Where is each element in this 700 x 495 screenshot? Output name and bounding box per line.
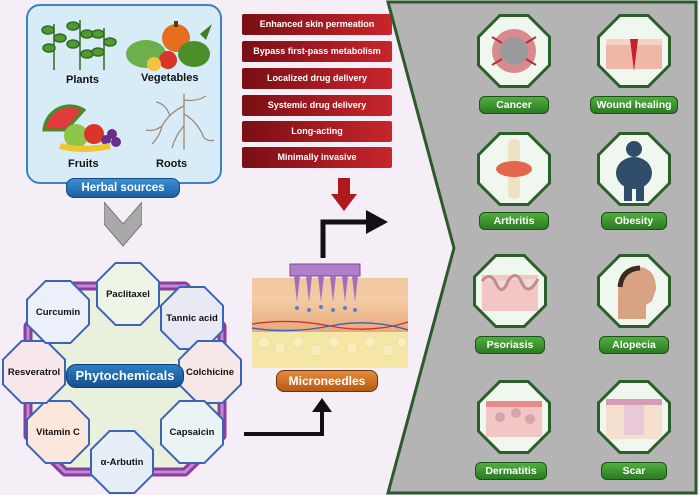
- application-label-arthritis: Arthritis: [479, 212, 549, 230]
- phytochemical-node: α-Arbutin: [90, 430, 154, 494]
- vegetables-label: Vegetables: [141, 72, 199, 84]
- application-label-dermatitis: Dermatitis: [475, 462, 547, 480]
- herbal-sources-title: Herbal sources: [66, 178, 180, 198]
- obesity-icon: [597, 132, 671, 206]
- phytochemical-node: Capsaicin: [160, 400, 224, 464]
- plants-icon: [41, 20, 117, 70]
- psoriasis-icon: [473, 254, 547, 328]
- phytochemical-node: Paclitaxel: [96, 262, 160, 326]
- microneedle-skin-illustration: [251, 263, 409, 368]
- application-label-cancer: Cancer: [479, 96, 549, 114]
- roots-icon: [145, 94, 215, 150]
- phytochemical-node: Colchicine: [178, 340, 242, 404]
- benefit-item: Enhanced skin permeation: [242, 14, 392, 35]
- arrow-up-icon: [244, 398, 332, 436]
- herbal-sources-panel: Plants Vegetables Fruits Roots: [26, 4, 222, 184]
- plants-label: Plants: [66, 74, 100, 86]
- phytochemical-node: Vitamin C: [26, 400, 90, 464]
- down-arrow-icon: [331, 178, 357, 211]
- benefit-item: Minimally invasive: [242, 147, 392, 168]
- benefit-item: Systemic drug delivery: [242, 95, 392, 116]
- arthritis-icon: [477, 132, 551, 206]
- benefit-item: Long-acting: [242, 121, 392, 142]
- phytochemical-node: Tannic acid: [160, 286, 224, 350]
- application-label-alopecia: Alopecia: [599, 336, 669, 354]
- application-label-wound-healing: Wound healing: [590, 96, 678, 114]
- chevron-down-icon: [104, 202, 142, 247]
- phytochemical-node: Curcumin: [26, 280, 90, 344]
- dermatitis-icon: [477, 380, 551, 454]
- fruits-icon: [42, 104, 121, 152]
- vegetables-icon: [126, 21, 212, 71]
- phytochemicals-title: Phytochemicals: [66, 364, 184, 388]
- fruits-label: Fruits: [68, 158, 99, 170]
- application-label-psoriasis: Psoriasis: [475, 336, 545, 354]
- scar-icon: [597, 380, 671, 454]
- benefit-item: Localized drug delivery: [242, 68, 392, 89]
- wound-healing-icon: [597, 14, 671, 88]
- microneedles-title: Microneedles: [276, 370, 378, 392]
- applications-panel: [386, 0, 698, 495]
- phytochemical-node: Resveratrol: [2, 340, 66, 404]
- alopecia-icon: [597, 254, 671, 328]
- roots-label: Roots: [156, 158, 188, 170]
- application-label-obesity: Obesity: [601, 212, 667, 230]
- arrow-right-icon: [320, 210, 388, 258]
- application-label-scar: Scar: [601, 462, 667, 480]
- benefit-item: Bypass first-pass metabolism: [242, 41, 392, 62]
- cancer-icon: [477, 14, 551, 88]
